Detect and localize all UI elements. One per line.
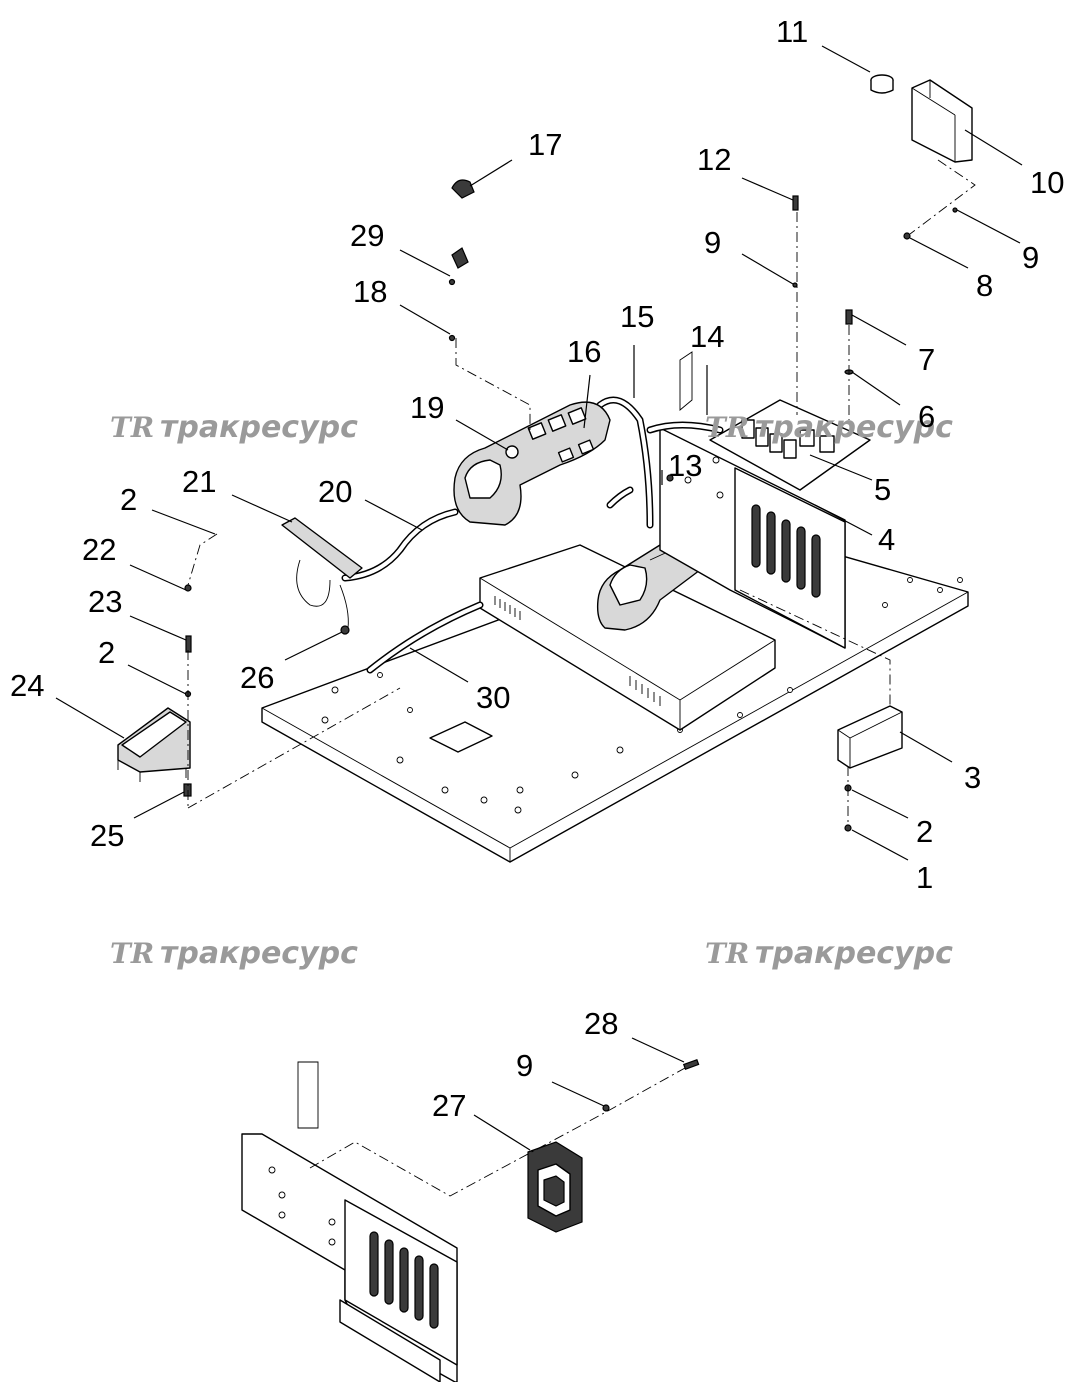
- watermark-text: тракресурс: [755, 410, 953, 445]
- callout-23: 23: [88, 584, 122, 619]
- callout-8: 8: [976, 268, 993, 303]
- callout-7: 7: [918, 342, 935, 377]
- callout-17: 17: [528, 127, 562, 162]
- watermark-text: тракресурс: [160, 936, 358, 971]
- callout-25: 25: [90, 818, 124, 853]
- callout-6: 6: [918, 399, 935, 434]
- callout-16: 16: [567, 334, 601, 369]
- callout-19: 19: [410, 390, 444, 425]
- callout-9: 9: [1022, 240, 1039, 275]
- fasteners: [183, 179, 958, 1129]
- watermark-top-right: TR тракресурс: [705, 410, 953, 445]
- watermark-logo: TR: [705, 937, 749, 970]
- callout-5: 5: [874, 472, 891, 507]
- watermark-bottom-left: TR тракресурс: [110, 936, 358, 971]
- rear-panel: [659, 427, 846, 649]
- callout-13: 13: [668, 448, 702, 483]
- callout-11: 11: [776, 14, 808, 49]
- watermark-text: тракресурс: [755, 936, 953, 971]
- controller-box: [837, 705, 903, 769]
- module-box: [911, 79, 973, 163]
- leader-lines: [55, 45, 1023, 1151]
- callout-21: 21: [182, 464, 216, 499]
- watermark-top-left: TR тракресурс: [110, 410, 358, 445]
- switch-bar: [281, 517, 363, 635]
- callout-4: 4: [878, 522, 895, 557]
- relay-plate: [709, 399, 871, 491]
- watermark-text: тракресурс: [160, 410, 358, 445]
- callout-18: 18: [353, 274, 387, 309]
- callout-28: 28: [584, 1006, 618, 1041]
- callout-15: 15: [620, 299, 654, 334]
- lower-panel: [241, 1133, 458, 1382]
- callout-20: 20: [318, 474, 352, 509]
- callout-2: 2: [120, 482, 137, 517]
- watermark-bottom-right: TR тракресурс: [705, 936, 953, 971]
- callout-26: 26: [240, 660, 274, 695]
- watermark-logo: TR: [110, 937, 154, 970]
- watermark-logo: TR: [110, 411, 154, 444]
- callout-1: 1: [916, 860, 933, 895]
- foot-pedal: [117, 707, 191, 782]
- callout-27: 27: [432, 1088, 466, 1123]
- armrest-control: [453, 401, 611, 526]
- wiring-harness: [341, 396, 724, 674]
- callout-22: 22: [82, 532, 116, 567]
- callout-30: 30: [476, 680, 510, 715]
- callout-12: 12: [697, 142, 731, 177]
- callout-labels: 11 17 12 10 29 9 9 18 8 15 14 16 7 19 6 …: [10, 14, 1064, 1123]
- buzzer: [870, 74, 894, 94]
- watermark-logo: TR: [705, 411, 749, 444]
- callout-2: 2: [916, 814, 933, 849]
- callout-14: 14: [690, 319, 724, 354]
- assembly-lines: [187, 159, 976, 1197]
- callout-9: 9: [704, 225, 721, 260]
- callout-29: 29: [350, 218, 384, 253]
- callout-24: 24: [10, 668, 44, 703]
- callout-9: 9: [516, 1048, 533, 1083]
- callout-3: 3: [964, 760, 981, 795]
- callout-10: 10: [1030, 165, 1064, 200]
- callout-2: 2: [98, 635, 115, 670]
- controller-module: [527, 1141, 583, 1233]
